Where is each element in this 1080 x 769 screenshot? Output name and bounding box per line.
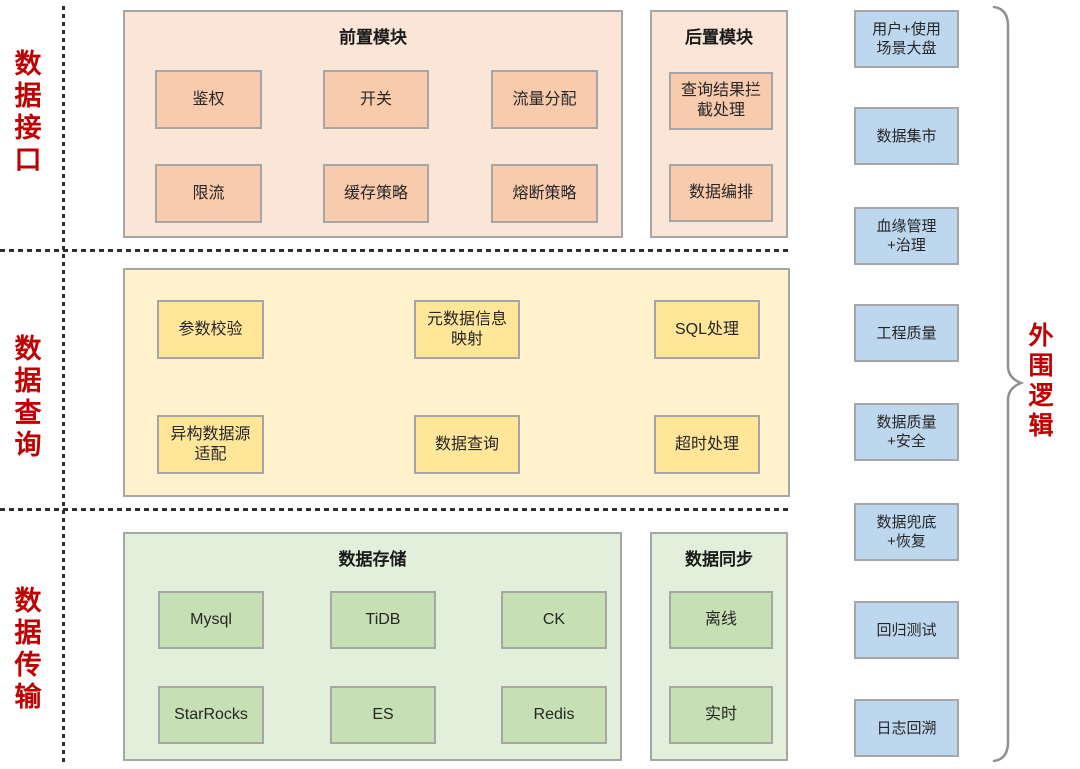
rail-item-regression-test: 回归测试: [854, 601, 959, 659]
rail-item-engineering-quality: 工程质量: [854, 304, 959, 362]
chip-cache-policy: 缓存策略: [323, 164, 429, 223]
panel-data-storage: 数据存储 Mysql TiDB CK StarRocks ES Redis: [123, 532, 622, 761]
chip-redis: Redis: [501, 686, 607, 744]
rail-item-log-backtrack: 日志回溯: [854, 699, 959, 757]
chip-data-orchestrate: 数据编排: [669, 164, 773, 222]
chip-hetero-source-adapt: 异构数据源 适配: [157, 415, 264, 474]
horizontal-dotted-separator-top: [0, 249, 792, 252]
rail-item-data-mart: 数据集市: [854, 107, 959, 165]
panel-data-storage-title: 数据存储: [338, 550, 407, 569]
chip-data-query: 数据查询: [414, 415, 520, 474]
panel-front-module: 前置模块 鉴权 开关 流量分配 限流 缓存策略 熔断策略: [123, 10, 623, 238]
panel-post-module: 后置模块 查询结果拦 截处理 数据编排: [650, 10, 788, 238]
chip-ck: CK: [501, 591, 607, 649]
chip-param-validate: 参数校验: [157, 300, 264, 359]
chip-sql-processing: SQL处理: [654, 300, 760, 359]
panel-data-sync: 数据同步 离线 实时: [650, 532, 788, 761]
section-label-data-interface: 数据接口: [14, 49, 42, 175]
chip-switch: 开关: [323, 70, 429, 129]
chip-mysql: Mysql: [158, 591, 264, 649]
chip-starrocks: StarRocks: [158, 686, 264, 744]
chip-offline: 离线: [669, 591, 773, 649]
chip-realtime: 实时: [669, 686, 773, 744]
vertical-dotted-separator: [62, 6, 65, 764]
rail-item-user-scene-dashboard: 用户+使用 场景大盘: [854, 10, 959, 68]
rail-item-fallback-recovery: 数据兜底 +恢复: [854, 503, 959, 561]
chip-tidb: TiDB: [330, 591, 436, 649]
panel-data-query: 参数校验 元数据信息 映射 SQL处理 异构数据源 适配 数据查询 超时处理: [123, 268, 790, 497]
rail-item-lineage-governance: 血缘管理 +治理: [854, 207, 959, 265]
chip-es: ES: [330, 686, 436, 744]
chip-metadata-mapping: 元数据信息 映射: [414, 300, 520, 359]
section-label-data-query: 数据查询: [14, 334, 42, 460]
chip-result-intercept: 查询结果拦 截处理: [669, 72, 773, 130]
outer-logic-label: 外围逻辑: [1028, 322, 1054, 440]
rail-item-data-quality-security: 数据质量 +安全: [854, 403, 959, 461]
section-label-data-transfer: 数据传输: [14, 586, 42, 712]
chip-timeout-handle: 超时处理: [654, 415, 760, 474]
panel-post-module-title: 后置模块: [685, 28, 753, 47]
panel-front-module-title: 前置模块: [339, 28, 407, 47]
chip-rate-limit: 限流: [155, 164, 262, 223]
curly-brace: [992, 6, 1025, 762]
chip-circuit-break: 熔断策略: [491, 164, 598, 223]
horizontal-dotted-separator-bottom: [0, 508, 792, 511]
chip-auth: 鉴权: [155, 70, 262, 129]
chip-traffic-split: 流量分配: [491, 70, 598, 129]
panel-data-sync-title: 数据同步: [685, 550, 753, 569]
